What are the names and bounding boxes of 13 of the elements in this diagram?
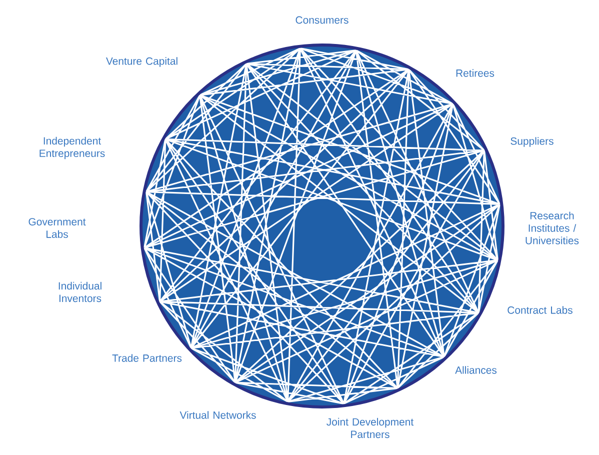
stakeholder-label: Contract Labs — [508, 306, 572, 314]
stakeholder-label: Retirees — [456, 69, 494, 77]
stakeholder-label: Venture Capital — [106, 57, 178, 67]
stakeholder-label: Joint Development Partners — [326, 418, 414, 438]
stakeholder-label: Suppliers — [510, 137, 554, 147]
stakeholder-label: Individual Inventors — [58, 282, 102, 302]
stakeholder-label: Trade Partners — [112, 354, 182, 362]
stakeholder-label: Virtual Networks — [180, 411, 256, 419]
stakeholder-label: Consumers — [296, 16, 348, 24]
stakeholder-label: Alliances — [455, 366, 497, 374]
stakeholder-label: Independent Entrepreneurs — [40, 136, 105, 160]
stakeholder-label: Government Labs — [28, 218, 86, 238]
stakeholder-label: Research Institutes / Universities — [526, 212, 579, 244]
